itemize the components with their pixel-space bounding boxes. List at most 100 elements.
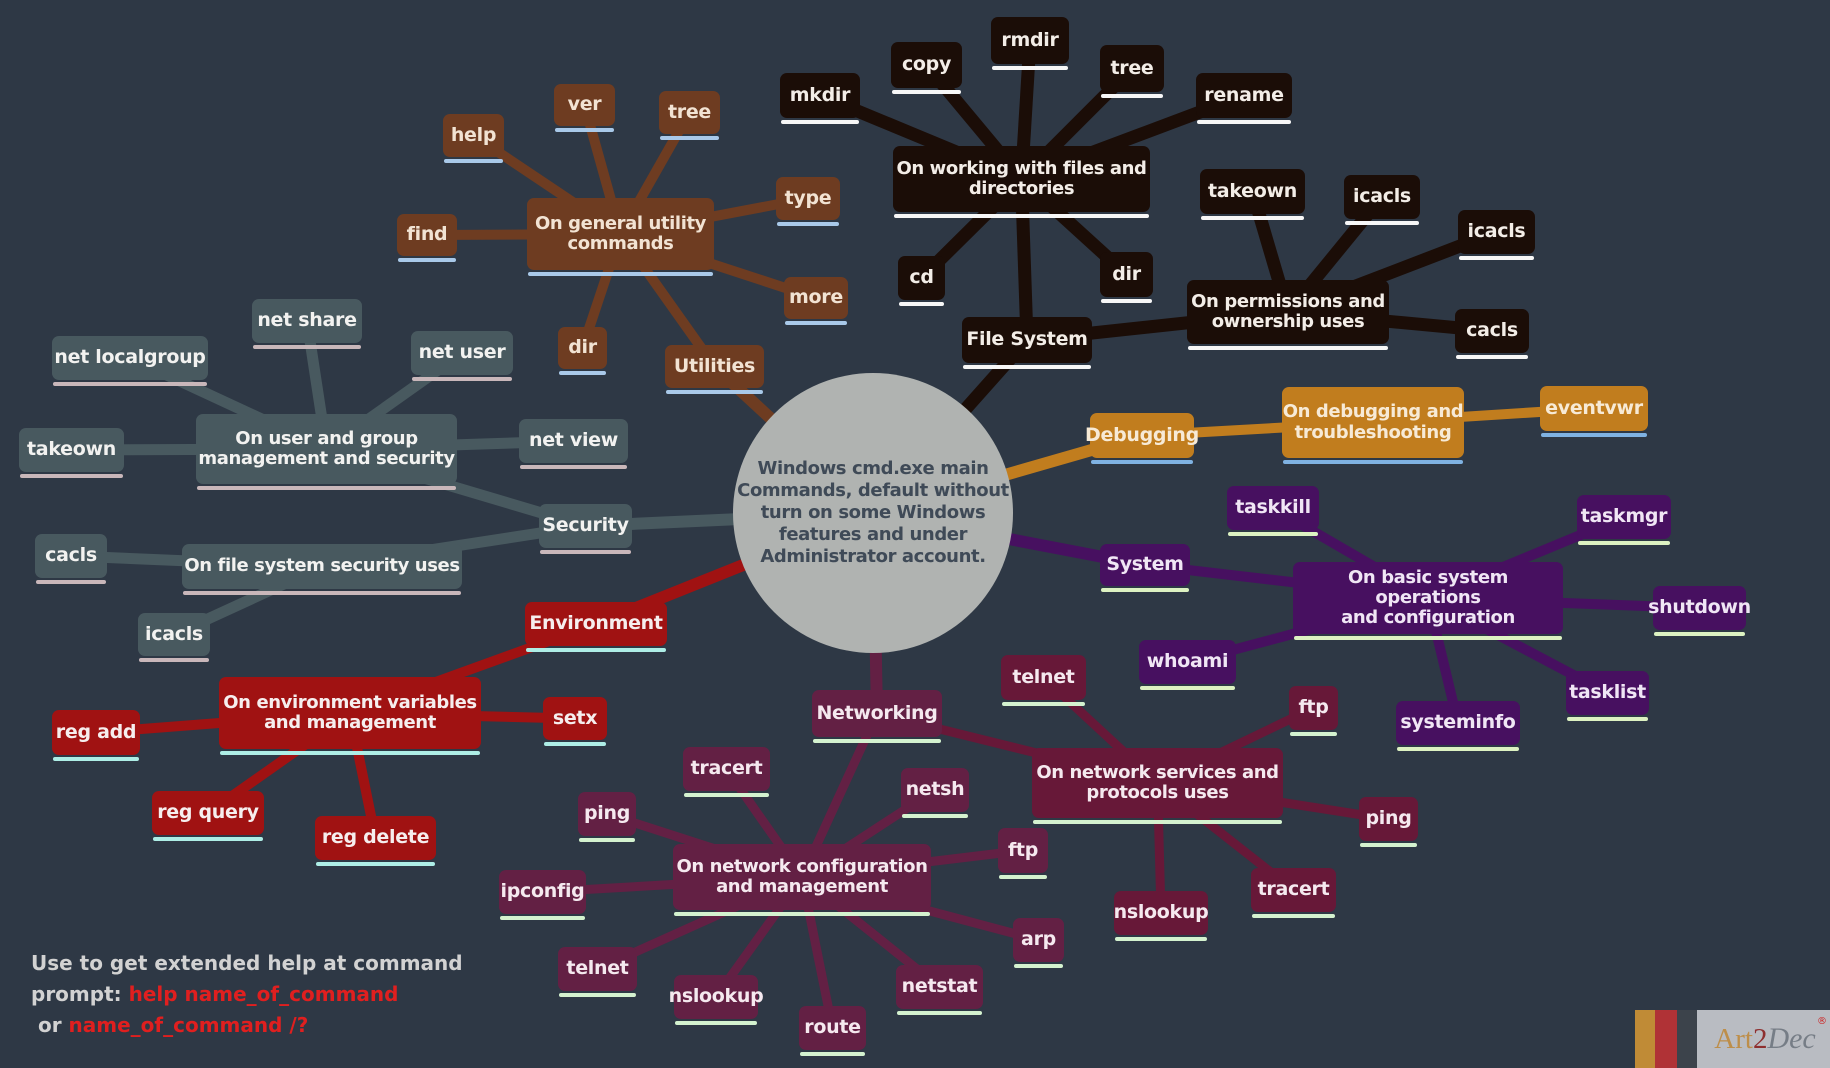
- node-underline: [1002, 702, 1085, 706]
- node-takeownr[interactable]: takeown: [1200, 169, 1305, 220]
- node-takeownl[interactable]: takeown: [19, 428, 124, 478]
- node-fss[interactable]: On file system security uses: [182, 544, 462, 595]
- node-utilities[interactable]: Utilities: [665, 345, 764, 394]
- node-eventvwr[interactable]: eventvwr: [1540, 386, 1648, 437]
- node-icaclsl[interactable]: icacls: [138, 613, 210, 662]
- node-icaclsr2[interactable]: icacls: [1458, 210, 1535, 260]
- node-shutdown[interactable]: shutdown: [1648, 586, 1751, 636]
- node-label: cacls: [45, 544, 97, 567]
- node-help[interactable]: help: [443, 114, 504, 163]
- node-label: help: [450, 123, 497, 146]
- node-label: net view: [528, 429, 619, 452]
- node-label: reg add: [55, 720, 137, 743]
- node-underline: [781, 120, 859, 124]
- node-netlocalgroup[interactable]: net localgroup: [52, 336, 208, 386]
- node-underline: [777, 222, 839, 226]
- node-netcfg[interactable]: On network configuration and management: [673, 844, 931, 916]
- node-caclsr[interactable]: cacls: [1455, 309, 1529, 359]
- node-underline: [894, 214, 1149, 218]
- node-pingr[interactable]: ping: [1359, 797, 1418, 847]
- node-dirb[interactable]: dir: [1100, 252, 1153, 303]
- node-environment[interactable]: Environment: [525, 602, 667, 652]
- node-regquery[interactable]: reg query: [152, 791, 264, 841]
- node-label: route: [804, 1016, 861, 1039]
- node-label: On debugging and troubleshooting: [1282, 401, 1464, 443]
- node-rename[interactable]: rename: [1196, 73, 1292, 124]
- node-networking[interactable]: Networking: [812, 690, 942, 743]
- node-ftpm[interactable]: ftp: [998, 828, 1048, 879]
- node-label: On working with files and directories: [896, 157, 1147, 199]
- node-pingl[interactable]: ping: [578, 792, 636, 842]
- node-fs[interactable]: File System: [962, 317, 1092, 369]
- node-label: telnet: [566, 957, 629, 980]
- node-netview[interactable]: net view: [519, 419, 628, 469]
- node-treebr[interactable]: tree: [659, 91, 720, 140]
- node-label: tree: [1110, 56, 1154, 79]
- node-underline: [183, 591, 461, 595]
- node-nslookupb[interactable]: nslookup: [669, 975, 764, 1025]
- node-rmdir[interactable]: rmdir: [991, 17, 1069, 70]
- node-systeminfo[interactable]: systeminfo: [1396, 701, 1520, 751]
- node-underline: [675, 1021, 757, 1025]
- node-label: ftp: [1298, 696, 1329, 719]
- node-underline: [1290, 732, 1337, 736]
- node-envp[interactable]: On environment variables and management: [219, 677, 481, 755]
- node-security[interactable]: Security: [539, 504, 632, 554]
- node-more[interactable]: more: [784, 277, 848, 325]
- node-label: net user: [418, 341, 506, 364]
- node-label: Security: [542, 514, 629, 537]
- node-whoami[interactable]: whoami: [1139, 640, 1236, 690]
- node-underline: [1397, 747, 1519, 751]
- node-label: net share: [257, 309, 357, 332]
- node-util[interactable]: On general utility commands: [527, 198, 714, 276]
- node-files[interactable]: On working with files and directories: [893, 146, 1150, 218]
- logo-text-2: 2: [1752, 1022, 1768, 1055]
- central-topic[interactable]: Windows cmd.exe main Commands, default w…: [733, 373, 1013, 653]
- node-find[interactable]: find: [397, 214, 457, 262]
- node-netuser[interactable]: net user: [411, 331, 513, 381]
- node-sysp[interactable]: On basic system operations and configura…: [1293, 562, 1563, 640]
- node-debugp[interactable]: On debugging and troubleshooting: [1282, 387, 1464, 464]
- node-system[interactable]: System: [1100, 544, 1190, 592]
- node-underline: [660, 136, 719, 140]
- node-taskkill[interactable]: taskkill: [1227, 486, 1319, 536]
- node-mkdir[interactable]: mkdir: [780, 73, 860, 124]
- node-nslookupr[interactable]: nslookup: [1114, 891, 1209, 941]
- node-type[interactable]: type: [776, 177, 840, 226]
- node-taskmgr[interactable]: taskmgr: [1577, 495, 1671, 545]
- node-tracertl[interactable]: tracert: [683, 747, 770, 797]
- node-netsvc[interactable]: On network services and protocols uses: [1032, 748, 1283, 824]
- node-ftpt[interactable]: ftp: [1289, 686, 1338, 736]
- node-ver[interactable]: ver: [554, 84, 615, 132]
- node-telnetb[interactable]: telnet: [558, 947, 637, 997]
- node-tracertr[interactable]: tracert: [1251, 868, 1336, 918]
- node-debugging[interactable]: Debugging: [1085, 413, 1199, 464]
- node-caclsl[interactable]: cacls: [35, 534, 107, 584]
- node-setx[interactable]: setx: [543, 697, 607, 746]
- node-tasklist[interactable]: tasklist: [1566, 671, 1649, 721]
- node-copy[interactable]: copy: [891, 42, 962, 94]
- node-perms[interactable]: On permissions and ownership uses: [1187, 280, 1389, 350]
- node-arp[interactable]: arp: [1013, 918, 1064, 968]
- node-users[interactable]: On user and group management and securit…: [196, 414, 457, 490]
- node-regdelete[interactable]: reg delete: [315, 816, 436, 866]
- node-underline: [999, 875, 1047, 879]
- node-ipconfig[interactable]: ipconfig: [499, 870, 586, 920]
- node-treeb[interactable]: tree: [1100, 45, 1164, 98]
- node-dirbr[interactable]: dir: [558, 327, 607, 375]
- node-netsh[interactable]: netsh: [901, 768, 969, 818]
- node-label: reg delete: [321, 826, 430, 849]
- node-underline: [500, 916, 585, 920]
- help-caption-line3: or name_of_command /?: [31, 1013, 309, 1037]
- node-label: setx: [552, 706, 598, 729]
- node-underline: [1541, 433, 1647, 437]
- node-underline: [579, 838, 635, 842]
- node-regadd[interactable]: reg add: [52, 710, 140, 761]
- node-telnett[interactable]: telnet: [1001, 655, 1086, 706]
- node-icaclsr1[interactable]: icacls: [1344, 175, 1420, 225]
- node-cd[interactable]: cd: [898, 256, 945, 306]
- node-route[interactable]: route: [799, 1006, 866, 1056]
- node-netstat[interactable]: netstat: [896, 965, 983, 1015]
- node-netshare[interactable]: net share: [252, 299, 362, 349]
- node-underline: [412, 377, 512, 381]
